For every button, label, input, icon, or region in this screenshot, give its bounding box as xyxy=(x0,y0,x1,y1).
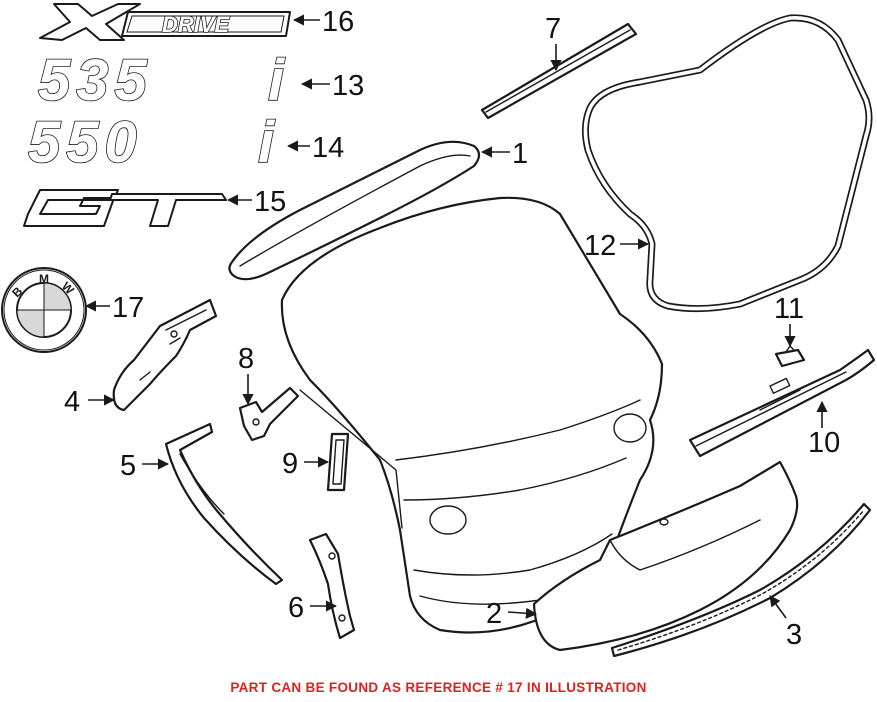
xdrive-word-text: DRIVE xyxy=(162,12,231,37)
bumper-trim-panel-2 xyxy=(532,460,799,652)
model-550-i-text: i xyxy=(258,110,276,175)
callout-14: 14 xyxy=(312,132,344,164)
callout-16: 16 xyxy=(322,6,354,38)
callout-2: 2 xyxy=(486,598,502,630)
footer-reference-note: PART CAN BE FOUND AS REFERENCE # 17 IN I… xyxy=(230,680,647,695)
trim-molding-10 xyxy=(688,348,876,458)
callout-17: 17 xyxy=(112,292,144,324)
liftgate-panel xyxy=(280,196,664,634)
callout-6: 6 xyxy=(288,592,304,624)
clip-11 xyxy=(774,345,806,368)
callout-9: 9 xyxy=(282,448,298,480)
callout-1: 1 xyxy=(512,138,528,170)
left-trim-strip-5 xyxy=(164,422,284,586)
callout-5: 5 xyxy=(120,450,136,482)
callout-15: 15 xyxy=(254,186,286,218)
model-535-text: 535 xyxy=(38,48,153,113)
xdrive-emblem: DRIVE xyxy=(39,3,291,41)
callout-11: 11 xyxy=(774,293,804,325)
callout-3: 3 xyxy=(786,619,802,651)
callout-4: 4 xyxy=(64,386,80,418)
callout-12: 12 xyxy=(584,230,616,262)
model-550i-emblem: 550 i xyxy=(27,109,277,176)
rear-spoiler xyxy=(228,140,481,281)
model-535-i-text: i xyxy=(268,48,286,113)
liftgate-weatherstrip xyxy=(581,14,873,313)
left-bracket-4 xyxy=(112,298,218,412)
model-535i-emblem: 535 i xyxy=(37,47,287,114)
bmw-letter-m: M xyxy=(39,272,49,286)
lower-molding-strip-3 xyxy=(610,502,872,658)
callout-7: 7 xyxy=(545,13,561,45)
callout-13: 13 xyxy=(332,70,364,102)
bmw-roundel-emblem: B M W xyxy=(1,267,87,353)
model-550-text: 550 xyxy=(28,110,143,175)
pad-9 xyxy=(326,432,350,492)
callout-8: 8 xyxy=(238,343,254,375)
small-bracket-8 xyxy=(238,386,300,442)
lower-bracket-6 xyxy=(308,532,356,640)
callout-10: 10 xyxy=(808,427,840,459)
gt-emblem xyxy=(23,189,227,227)
